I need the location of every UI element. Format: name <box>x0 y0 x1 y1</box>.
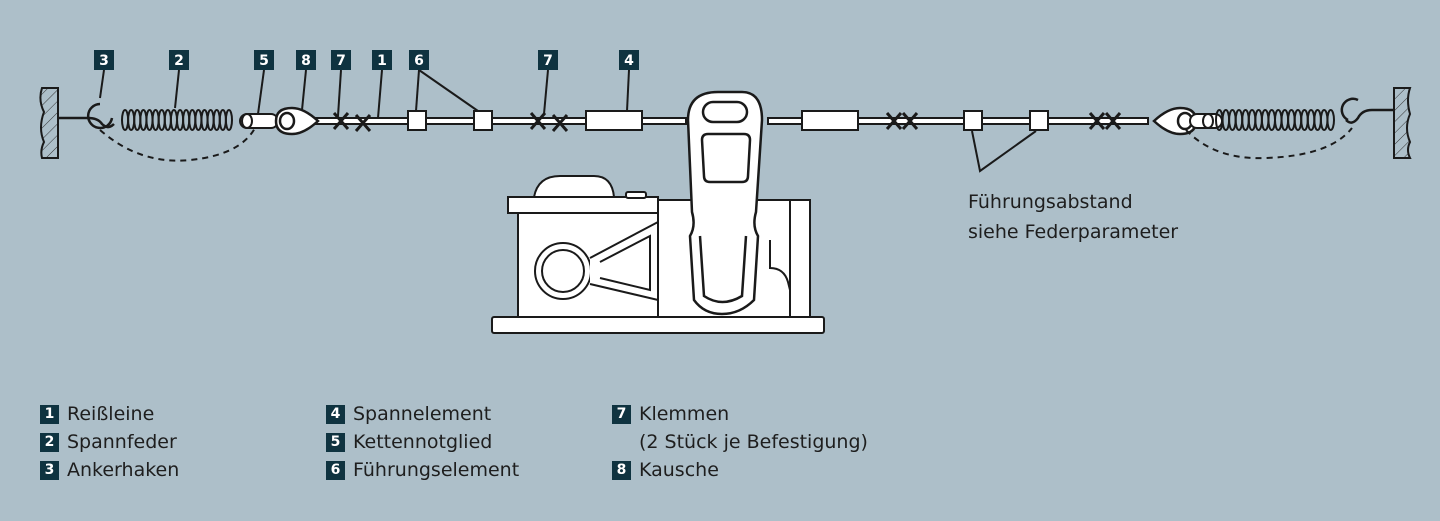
callout-badge-1: 1 <box>372 50 392 70</box>
legend-label: Ankerhaken <box>67 459 180 481</box>
note-line-2: siehe Federparameter <box>968 221 1179 243</box>
legend-label: Kausche <box>639 459 719 481</box>
legend-label: Kettennotglied <box>353 431 493 453</box>
callout-badge-8: 8 <box>296 50 316 70</box>
legend-item: 1 Reißleine <box>40 400 179 428</box>
spring-right <box>1215 109 1335 131</box>
right-wall-icon <box>1393 87 1412 159</box>
legend-item: 5 Kettennotglied <box>326 428 519 456</box>
tensioner-lever <box>686 90 764 316</box>
note-line-1: Führungsabstand <box>968 191 1133 213</box>
legend-item: 6 Führungselement <box>326 456 519 484</box>
legend-badge: 2 <box>40 432 59 452</box>
spring-coil <box>224 109 233 131</box>
callout-number: 6 <box>414 53 424 69</box>
legend-item: 8 Kausche <box>612 456 868 484</box>
clamp-marks <box>332 112 1122 132</box>
left-wall-icon <box>39 87 59 159</box>
guide-elements <box>407 110 1049 131</box>
anchor-hook-left <box>58 102 115 130</box>
legend-badge: 8 <box>612 460 631 480</box>
callout-number: 3 <box>99 53 109 69</box>
callout-badge-4: 4 <box>619 50 639 70</box>
legend-label: Klemmen <box>639 403 730 425</box>
legend-badge: 4 <box>326 404 345 424</box>
spring-left <box>121 109 233 131</box>
callout-number: 5 <box>259 53 269 69</box>
callout-number: 7 <box>336 53 346 69</box>
callout-badge-3: 3 <box>94 50 114 70</box>
legend-column-3: 7 Klemmen (2 Stück je Befestigung) 8 Kausc… <box>612 400 868 484</box>
guide-distance-note: Führungsabstand siehe Federparameter <box>968 187 1178 247</box>
legend-badge: 3 <box>40 460 59 480</box>
tensioner-device <box>491 175 825 334</box>
legend-label: Spannfeder <box>67 431 177 453</box>
callout-badge-6: 6 <box>409 50 429 70</box>
legend-column-1: 1 Reißleine 2 Spannfeder 3 Ankerhaken <box>40 400 179 484</box>
chain-link-left <box>239 113 279 129</box>
legend-badge: 5 <box>326 432 345 452</box>
spring-bypass-left <box>99 127 256 162</box>
thimble-left <box>274 106 320 136</box>
chain-link-right <box>1189 113 1223 129</box>
callout-badge-2: 2 <box>169 50 189 70</box>
legend-badge: 6 <box>326 460 345 480</box>
callout-badges: 3 2 5 8 7 1 6 7 4 <box>94 50 639 70</box>
legend-label: Spannelement <box>353 403 492 425</box>
spring-bypass-right <box>1185 127 1353 160</box>
spring-coil <box>1326 109 1335 131</box>
legend-item: 2 Spannfeder <box>40 428 179 456</box>
legend-item: 4 Spannelement <box>326 400 519 428</box>
legend-label: Führungselement <box>353 459 520 481</box>
callout-lines <box>99 69 630 119</box>
tension-elements <box>585 110 859 131</box>
legend-sublabel: (2 Stück je Befestigung) <box>639 431 868 453</box>
legend-item: 3 Ankerhaken <box>40 456 179 484</box>
callout-number: 7 <box>543 53 553 69</box>
legend-badge: 1 <box>40 404 59 424</box>
anchor-hook-right <box>1340 97 1394 124</box>
callout-badge-7: 7 <box>331 50 351 70</box>
legend-label: Reißleine <box>67 403 155 425</box>
callout-number: 4 <box>624 53 634 69</box>
legend-item: 7 Klemmen <box>612 400 868 428</box>
callout-number: 8 <box>301 53 311 69</box>
guide-distance-bracket <box>971 130 1037 173</box>
callout-number: 2 <box>174 53 184 69</box>
callout-badge-5: 5 <box>254 50 274 70</box>
callout-badge-7: 7 <box>538 50 558 70</box>
legend-column-2: 4 Spannelement 5 Kettennotglied 6 Führungse… <box>326 400 519 484</box>
callout-number: 1 <box>377 53 387 69</box>
legend-badge: 7 <box>612 404 631 424</box>
